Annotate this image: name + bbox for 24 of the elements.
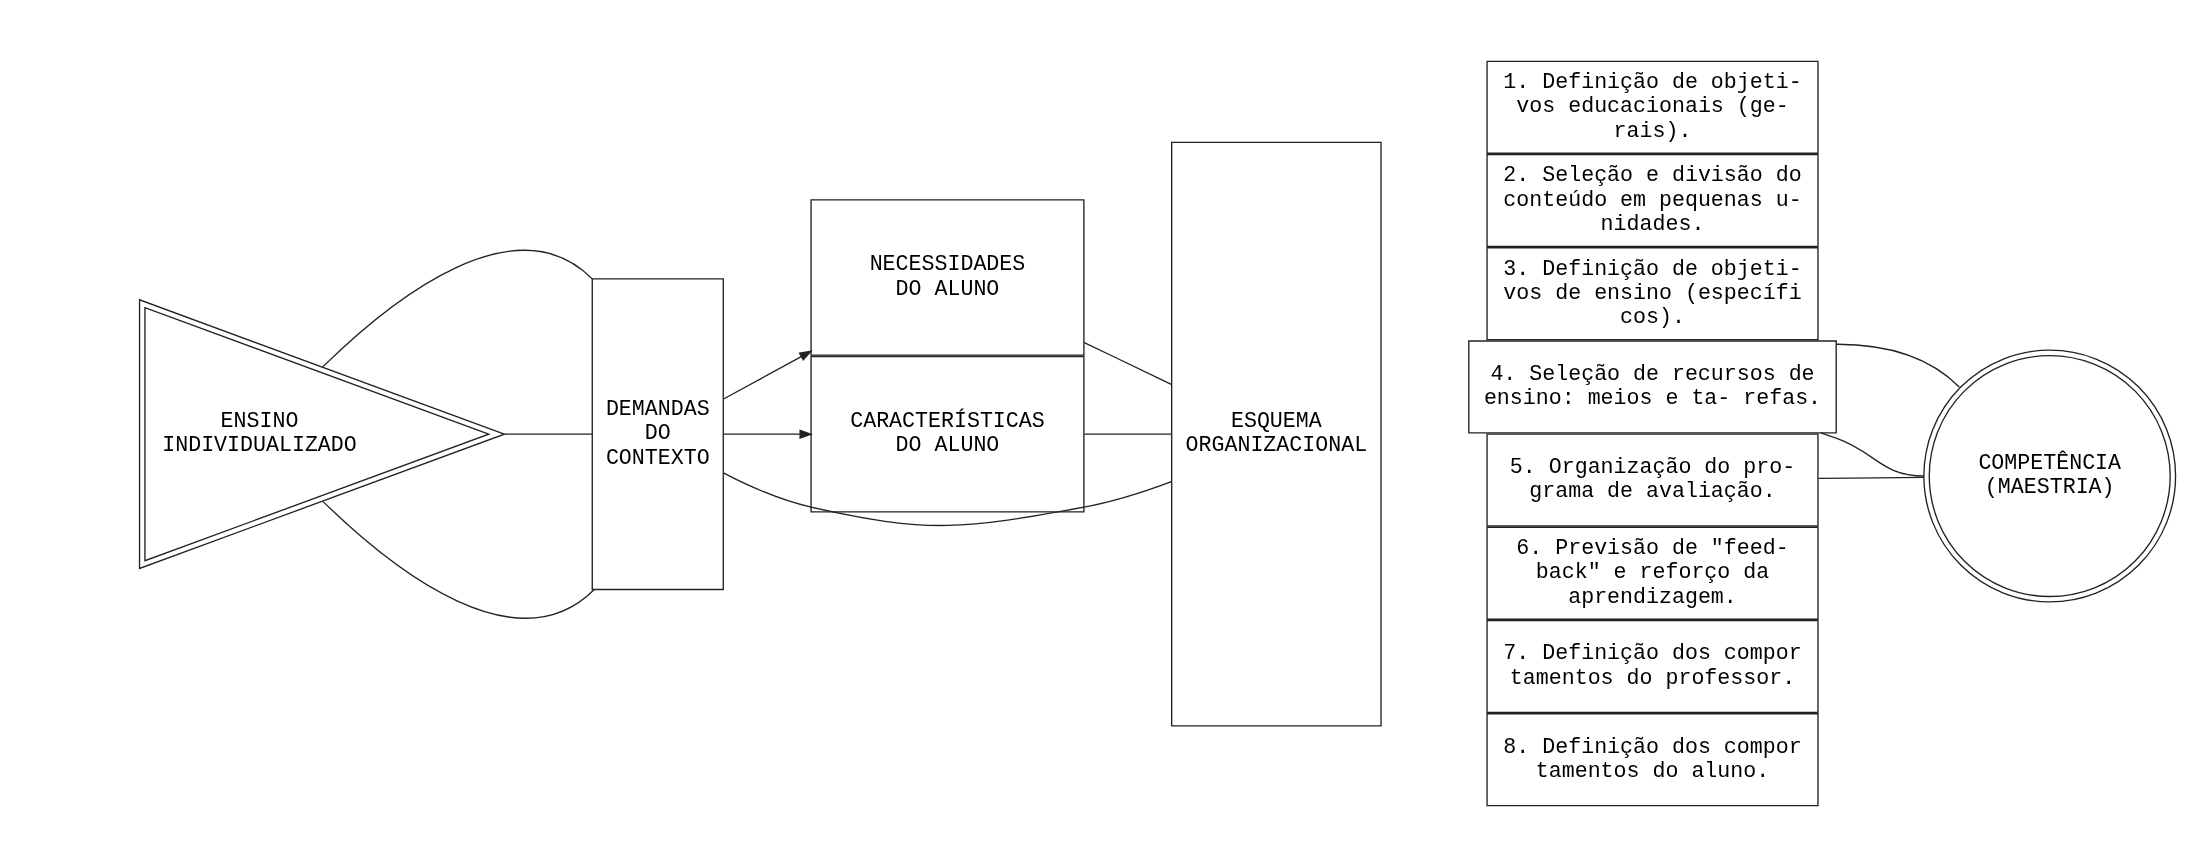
connector xyxy=(1819,431,1925,477)
node-box: 1. Definição de objeti- vos educacionais (ge- rais). xyxy=(1486,60,1819,154)
connector xyxy=(322,249,593,368)
node-box: 6. Previsão de "feed- back" e reforço da aprendizagem. xyxy=(1486,526,1819,620)
node-box: NECESSIDADES DO ALUNO xyxy=(810,198,1085,356)
node-box: ESQUEMA ORGANIZACIONAL xyxy=(1171,141,1382,727)
node-circle: COMPETÊNCIA (MAESTRIA) xyxy=(1923,349,2177,603)
node-box: 5. Organização do pro- grama de avaliação. xyxy=(1486,433,1819,527)
node-box: 7. Definição dos compor tamentos do professor. xyxy=(1486,619,1819,713)
node-box: DEMANDAS DO CONTEXTO xyxy=(591,277,724,590)
connector xyxy=(722,471,1173,526)
node-box: CARACTERÍSTICAS DO ALUNO xyxy=(810,355,1085,512)
connector xyxy=(1835,343,1960,388)
connector xyxy=(322,500,595,619)
connector xyxy=(1083,433,1172,435)
node-box: 3. Definição de objeti- vos de ensino (específi cos). xyxy=(1486,246,1819,340)
connector xyxy=(1817,476,1925,479)
arrow xyxy=(722,428,813,439)
node-box: 8. Definição dos compor tamentos do aluno. xyxy=(1486,712,1819,806)
node-box: 4. Seleção de recursos de ensino: meios e ta- refas. xyxy=(1468,339,1837,433)
arrow xyxy=(722,349,813,400)
connector xyxy=(1083,341,1172,385)
connector xyxy=(504,433,593,435)
node-box: 2. Seleção e divisão do conteúdo em pequenas u- nidades. xyxy=(1486,153,1819,247)
